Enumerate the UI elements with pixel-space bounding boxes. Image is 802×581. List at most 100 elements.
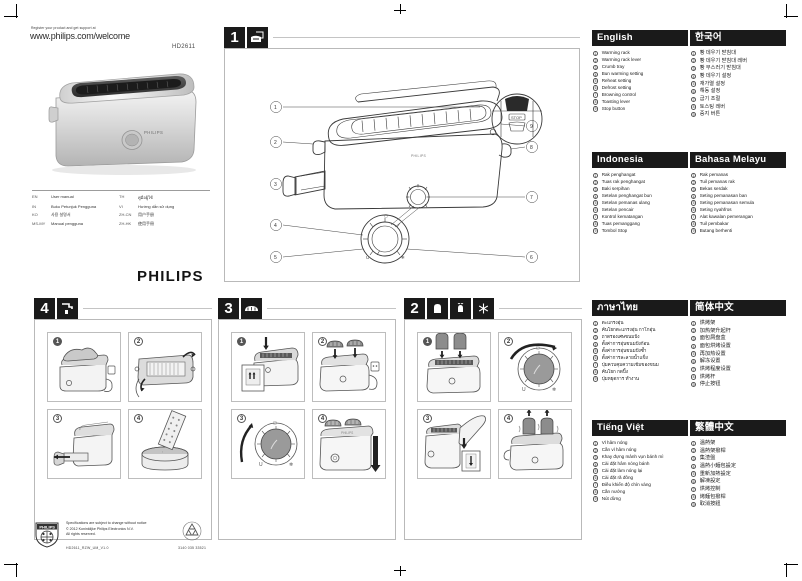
substep-number: 4 <box>318 414 327 423</box>
substep-cell: 4 <box>498 409 572 479</box>
item-marker: 5 <box>593 200 599 206</box>
item-label: 溫熱小麵包設定 <box>699 462 737 469</box>
item-marker: 2 <box>593 57 599 63</box>
lang-title: ภาษาไทย <box>592 300 688 316</box>
svg-text:▢: ▢ <box>536 345 540 350</box>
item-marker: 5 <box>593 78 599 84</box>
item-marker: 1 <box>593 440 599 446</box>
lang-title: English <box>592 30 688 46</box>
item-label: 烘烤杆 <box>699 373 716 380</box>
item-marker: 8 <box>593 489 599 495</box>
item-marker: 2 <box>691 179 697 185</box>
item-label: Kontrol kematangan <box>601 213 643 219</box>
substep-number: 1 <box>53 337 62 346</box>
item-marker: 8 <box>593 221 599 227</box>
substep-cell: 2 <box>312 332 386 402</box>
substep-number: 3 <box>53 414 62 423</box>
item-label: 烘烤程度设置 <box>699 366 731 373</box>
item-label: Tuil pemanas rak <box>699 178 735 184</box>
item-label: 集渣盤 <box>699 455 716 462</box>
crop-mark <box>786 4 787 18</box>
product-photo: PHILIPS <box>48 73 197 175</box>
item-label: Cần nướng <box>601 488 626 494</box>
item-label: 빵 데우기 받침대 레버 <box>699 57 747 64</box>
lang-label: 使用手冊 <box>138 220 154 226</box>
defrost-icon <box>473 298 494 319</box>
item-marker: 4 <box>691 343 697 349</box>
table-row: EN User manual TH คู่มือผู้ใช้ <box>32 193 177 203</box>
bread-icon <box>427 298 448 319</box>
svg-text:9: 9 <box>530 124 533 130</box>
svg-text:◦: ◦ <box>162 450 164 454</box>
svg-text:3: 3 <box>274 182 277 188</box>
lang-label: 用户手册 <box>138 211 154 217</box>
item-marker: 1 <box>593 172 599 178</box>
lang-title: Indonesia <box>592 152 688 168</box>
item-label: Seting pemanasan semula <box>699 199 755 205</box>
item-marker: 4 <box>593 71 599 77</box>
item-label: Cài đặt rã đông <box>601 474 634 480</box>
item-marker: 2 <box>593 179 599 185</box>
panel-toasting: 1 <box>404 319 582 540</box>
item-label: Alat kawalan pemerangan <box>699 213 753 219</box>
callout-markers: 1 2 3 4 5 6 7 8 9 <box>270 101 538 263</box>
step-3-header: 3 <box>218 298 396 319</box>
item-label: Defrost setting <box>601 84 632 90</box>
item-label: Tombol Stop <box>601 227 628 233</box>
svg-text:❄: ❄ <box>401 255 405 260</box>
item-label: Butang berhenti <box>699 227 733 233</box>
item-label: Reheat setting <box>601 77 632 83</box>
item-marker: 3 <box>593 334 599 340</box>
bun-warming-icon <box>241 298 262 319</box>
item-marker: 6 <box>593 355 599 361</box>
item-marker: 5 <box>691 351 697 357</box>
lang-label: Hướng dẫn sử dụng <box>138 204 175 210</box>
item-label: ตะแกรงอุ่น <box>601 319 624 325</box>
substep-number: 3 <box>237 414 246 423</box>
item-marker: 7 <box>593 214 599 220</box>
step-4-header: 4 <box>34 298 212 319</box>
item-marker: 7 <box>691 366 697 372</box>
tap-clean-icon <box>57 298 78 319</box>
item-label: 加热架升起杆 <box>699 327 731 334</box>
item-marker: 4 <box>593 193 599 199</box>
svg-text:1: 1 <box>274 105 277 111</box>
lang-title: 한국어 <box>690 30 786 46</box>
item-label: 빵 부스러기 받침대 <box>699 65 741 72</box>
item-marker: 1 <box>691 50 697 56</box>
substep-cell: 2 <box>128 332 202 402</box>
item-marker: 5 <box>691 200 697 206</box>
philips-welcome-url[interactable]: www.philips.com/welcome <box>30 31 130 41</box>
toaster-icon <box>247 27 268 48</box>
item-marker: 4 <box>691 193 697 199</box>
crop-mark <box>16 563 17 577</box>
item-marker: 1 <box>691 440 697 446</box>
item-marker: 2 <box>593 327 599 333</box>
